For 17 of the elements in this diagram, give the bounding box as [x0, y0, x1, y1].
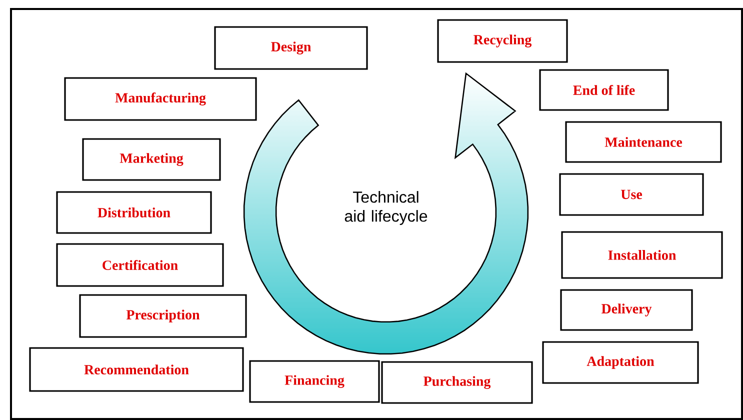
stage-box: Marketing [82, 138, 221, 181]
stage-box: Recycling [437, 19, 568, 63]
stage-box: Certification [56, 243, 224, 287]
stage-box: Distribution [56, 191, 212, 234]
stage-box: End of life [539, 69, 669, 111]
stage-box: Purchasing [381, 361, 533, 404]
stage-box: Installation [561, 231, 723, 279]
stage-box: Manufacturing [64, 77, 257, 121]
stage-box: Recommendation [29, 347, 244, 392]
center-label: Technical aid lifecycle [344, 191, 428, 225]
stage-box: Use [559, 173, 704, 216]
stage-box: Prescription [79, 294, 247, 338]
stage-box: Financing [249, 360, 380, 403]
stage-box: Design [214, 26, 368, 70]
stage-box: Maintenance [565, 121, 722, 163]
stage-box: Delivery [560, 289, 693, 331]
stage-box: Adaptation [542, 341, 699, 384]
